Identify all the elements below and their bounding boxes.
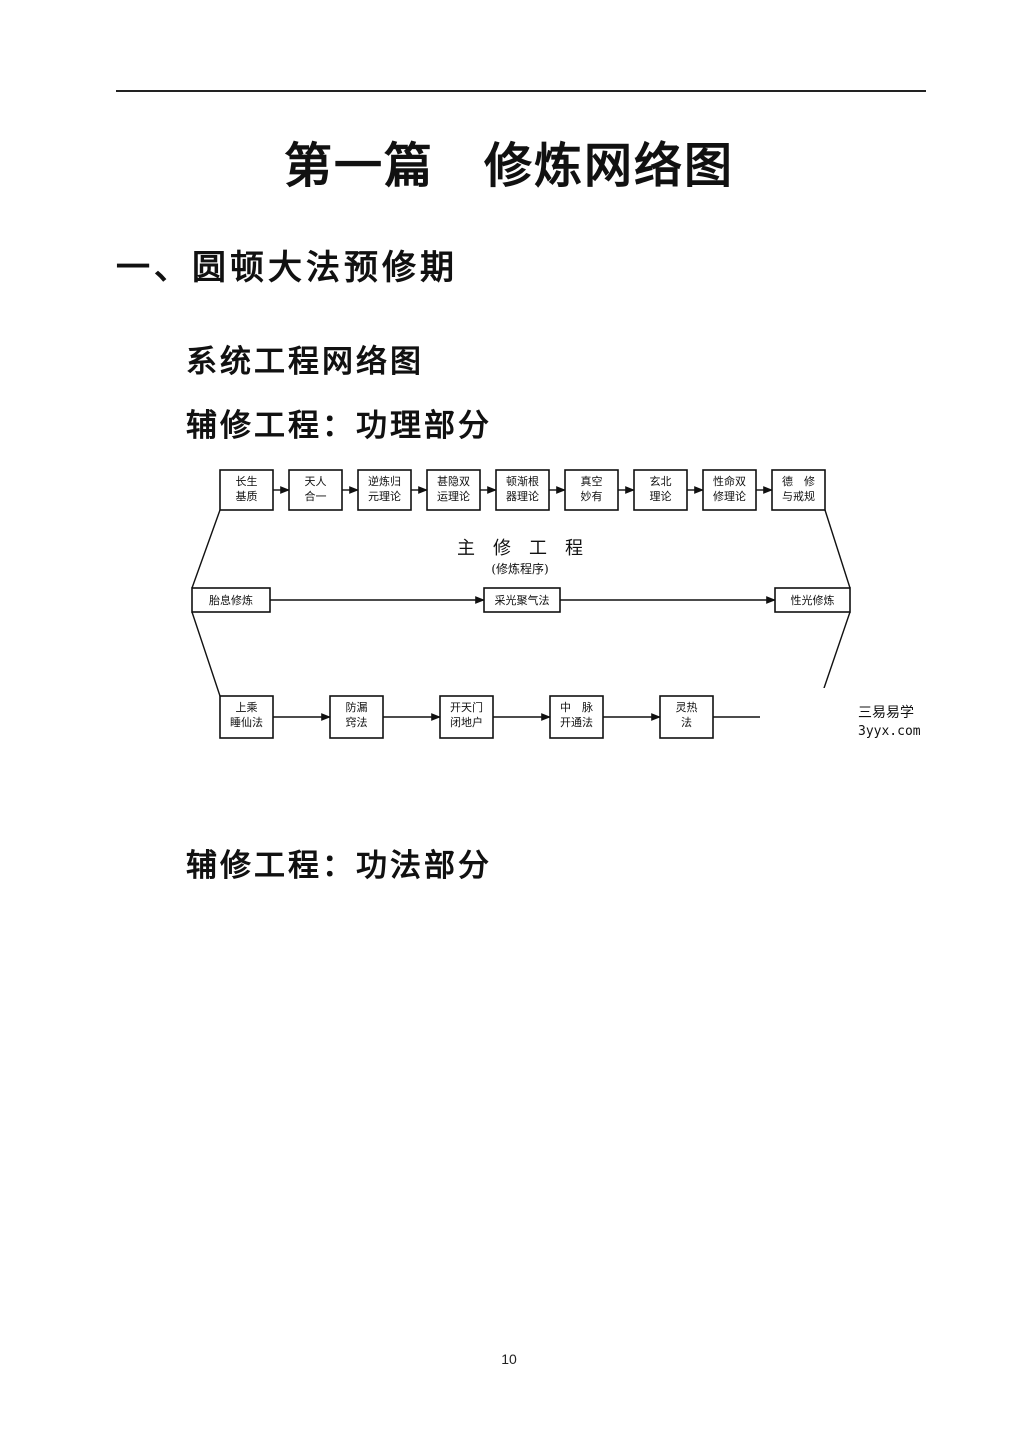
top-node-1-label-2: 基质 bbox=[236, 490, 258, 503]
top-node-7-frame bbox=[633, 469, 688, 511]
main-node-1: 胎息修炼 bbox=[191, 587, 271, 613]
watermark-url: 3yyx.com bbox=[858, 724, 921, 739]
bottom-node-3-label-2: 闭地户 bbox=[450, 715, 483, 729]
top-node-9-label-1: 德 修 bbox=[782, 474, 815, 488]
section-heading: 一、圆顿大法预修期 bbox=[116, 248, 458, 288]
top-node-2-frame bbox=[288, 469, 343, 511]
connector-top-right bbox=[824, 509, 851, 589]
top-node-4-label-1: 甚隐双 bbox=[437, 475, 470, 488]
top-node-6-frame bbox=[564, 469, 619, 511]
connector-bottom-left bbox=[191, 611, 221, 697]
top-node-3-label-2: 元理论 bbox=[368, 489, 401, 503]
top-node-5-frame bbox=[495, 469, 550, 511]
top-node-1-frame bbox=[219, 469, 274, 511]
page-title: 第一篇 修炼网络图 bbox=[283, 138, 734, 194]
main-engineering-subtitle: (修炼程序) bbox=[491, 561, 548, 576]
bottom-node-3-label-1: 开天门 bbox=[450, 700, 483, 714]
top-node-5-label-2: 器理论 bbox=[506, 489, 539, 503]
top-node-6-label-1: 真空 bbox=[581, 474, 603, 488]
connector-bottom-right bbox=[821, 611, 851, 695]
top-node-8-label-1: 性命双 bbox=[713, 474, 746, 488]
top-node-3-frame bbox=[357, 469, 412, 511]
top-node-8-label-2: 修理论 bbox=[713, 489, 746, 503]
header-rule bbox=[116, 90, 926, 92]
bottom-node-5-label-1: 灵热 bbox=[676, 701, 698, 714]
top-node-4-frame bbox=[426, 469, 481, 511]
bottom-node-1-label-2: 睡仙法 bbox=[230, 715, 263, 729]
main-node-2-frame bbox=[483, 587, 561, 613]
top-node-2-label-2: 合一 bbox=[305, 489, 327, 503]
top-node-7-label-2: 理论 bbox=[650, 489, 672, 503]
main-node-3-frame bbox=[774, 587, 851, 613]
top-node-1-label-1: 长生 bbox=[236, 474, 258, 488]
main-node-3: 性光修炼 bbox=[774, 587, 851, 613]
subheading-theory: 辅修工程：功理部分 bbox=[186, 408, 492, 444]
bottom-node-2-label-2: 窍法 bbox=[346, 715, 368, 729]
bottom-node-4-label-1: 中 脉 bbox=[560, 700, 593, 714]
bottom-node-1-label-1: 上乘 bbox=[236, 701, 258, 714]
connector-top-left bbox=[191, 509, 221, 589]
watermark-text: 三易易学 bbox=[858, 705, 914, 721]
main-engineering-title: 主 修 工 程 bbox=[457, 538, 583, 559]
bottom-node-4-label-2: 开通法 bbox=[560, 715, 593, 729]
top-node-2-label-1: 天人 bbox=[305, 475, 327, 488]
bottom-node-5-label-2: 法 bbox=[681, 715, 692, 729]
bottom-node-3-frame bbox=[439, 695, 494, 739]
main-node-1-label: 胎息修炼 bbox=[209, 593, 253, 607]
bottom-node-4-frame bbox=[549, 695, 604, 739]
bottom-node-1-frame bbox=[219, 695, 274, 739]
page-number: 10 bbox=[501, 1351, 517, 1367]
top-node-9-frame bbox=[771, 469, 826, 511]
bottom-node-2-frame bbox=[329, 695, 384, 739]
top-node-8-frame bbox=[702, 469, 757, 511]
top-node-6-label-2: 妙有 bbox=[581, 489, 603, 503]
subheading-methods: 辅修工程：功法部分 bbox=[186, 848, 492, 884]
main-node-2-label: 采光聚气法 bbox=[495, 593, 550, 607]
top-node-7-label-1: 玄北 bbox=[650, 474, 672, 488]
top-node-3-label-1: 逆炼归 bbox=[368, 474, 401, 488]
network-diagram: 长生基质天人合一逆炼归元理论甚隐双运理论顿渐根器理论真空妙有玄北理论性命双修理论… bbox=[191, 469, 851, 739]
bottom-node-2-label-1: 防漏 bbox=[346, 700, 368, 714]
top-node-5-label-1: 顿渐根 bbox=[506, 474, 539, 488]
bottom-node-5-frame bbox=[659, 695, 714, 739]
bottom-node-5: 灵热法 bbox=[659, 695, 714, 739]
main-node-1-frame bbox=[191, 587, 271, 613]
watermark-mask bbox=[760, 688, 932, 750]
main-node-3-label: 性光修炼 bbox=[791, 593, 835, 607]
top-node-9-label-2: 与戒规 bbox=[782, 489, 815, 503]
top-node-4-label-2: 运理论 bbox=[437, 489, 470, 503]
main-node-2: 采光聚气法 bbox=[483, 587, 561, 613]
subheading-network: 系统工程网络图 bbox=[186, 344, 424, 380]
